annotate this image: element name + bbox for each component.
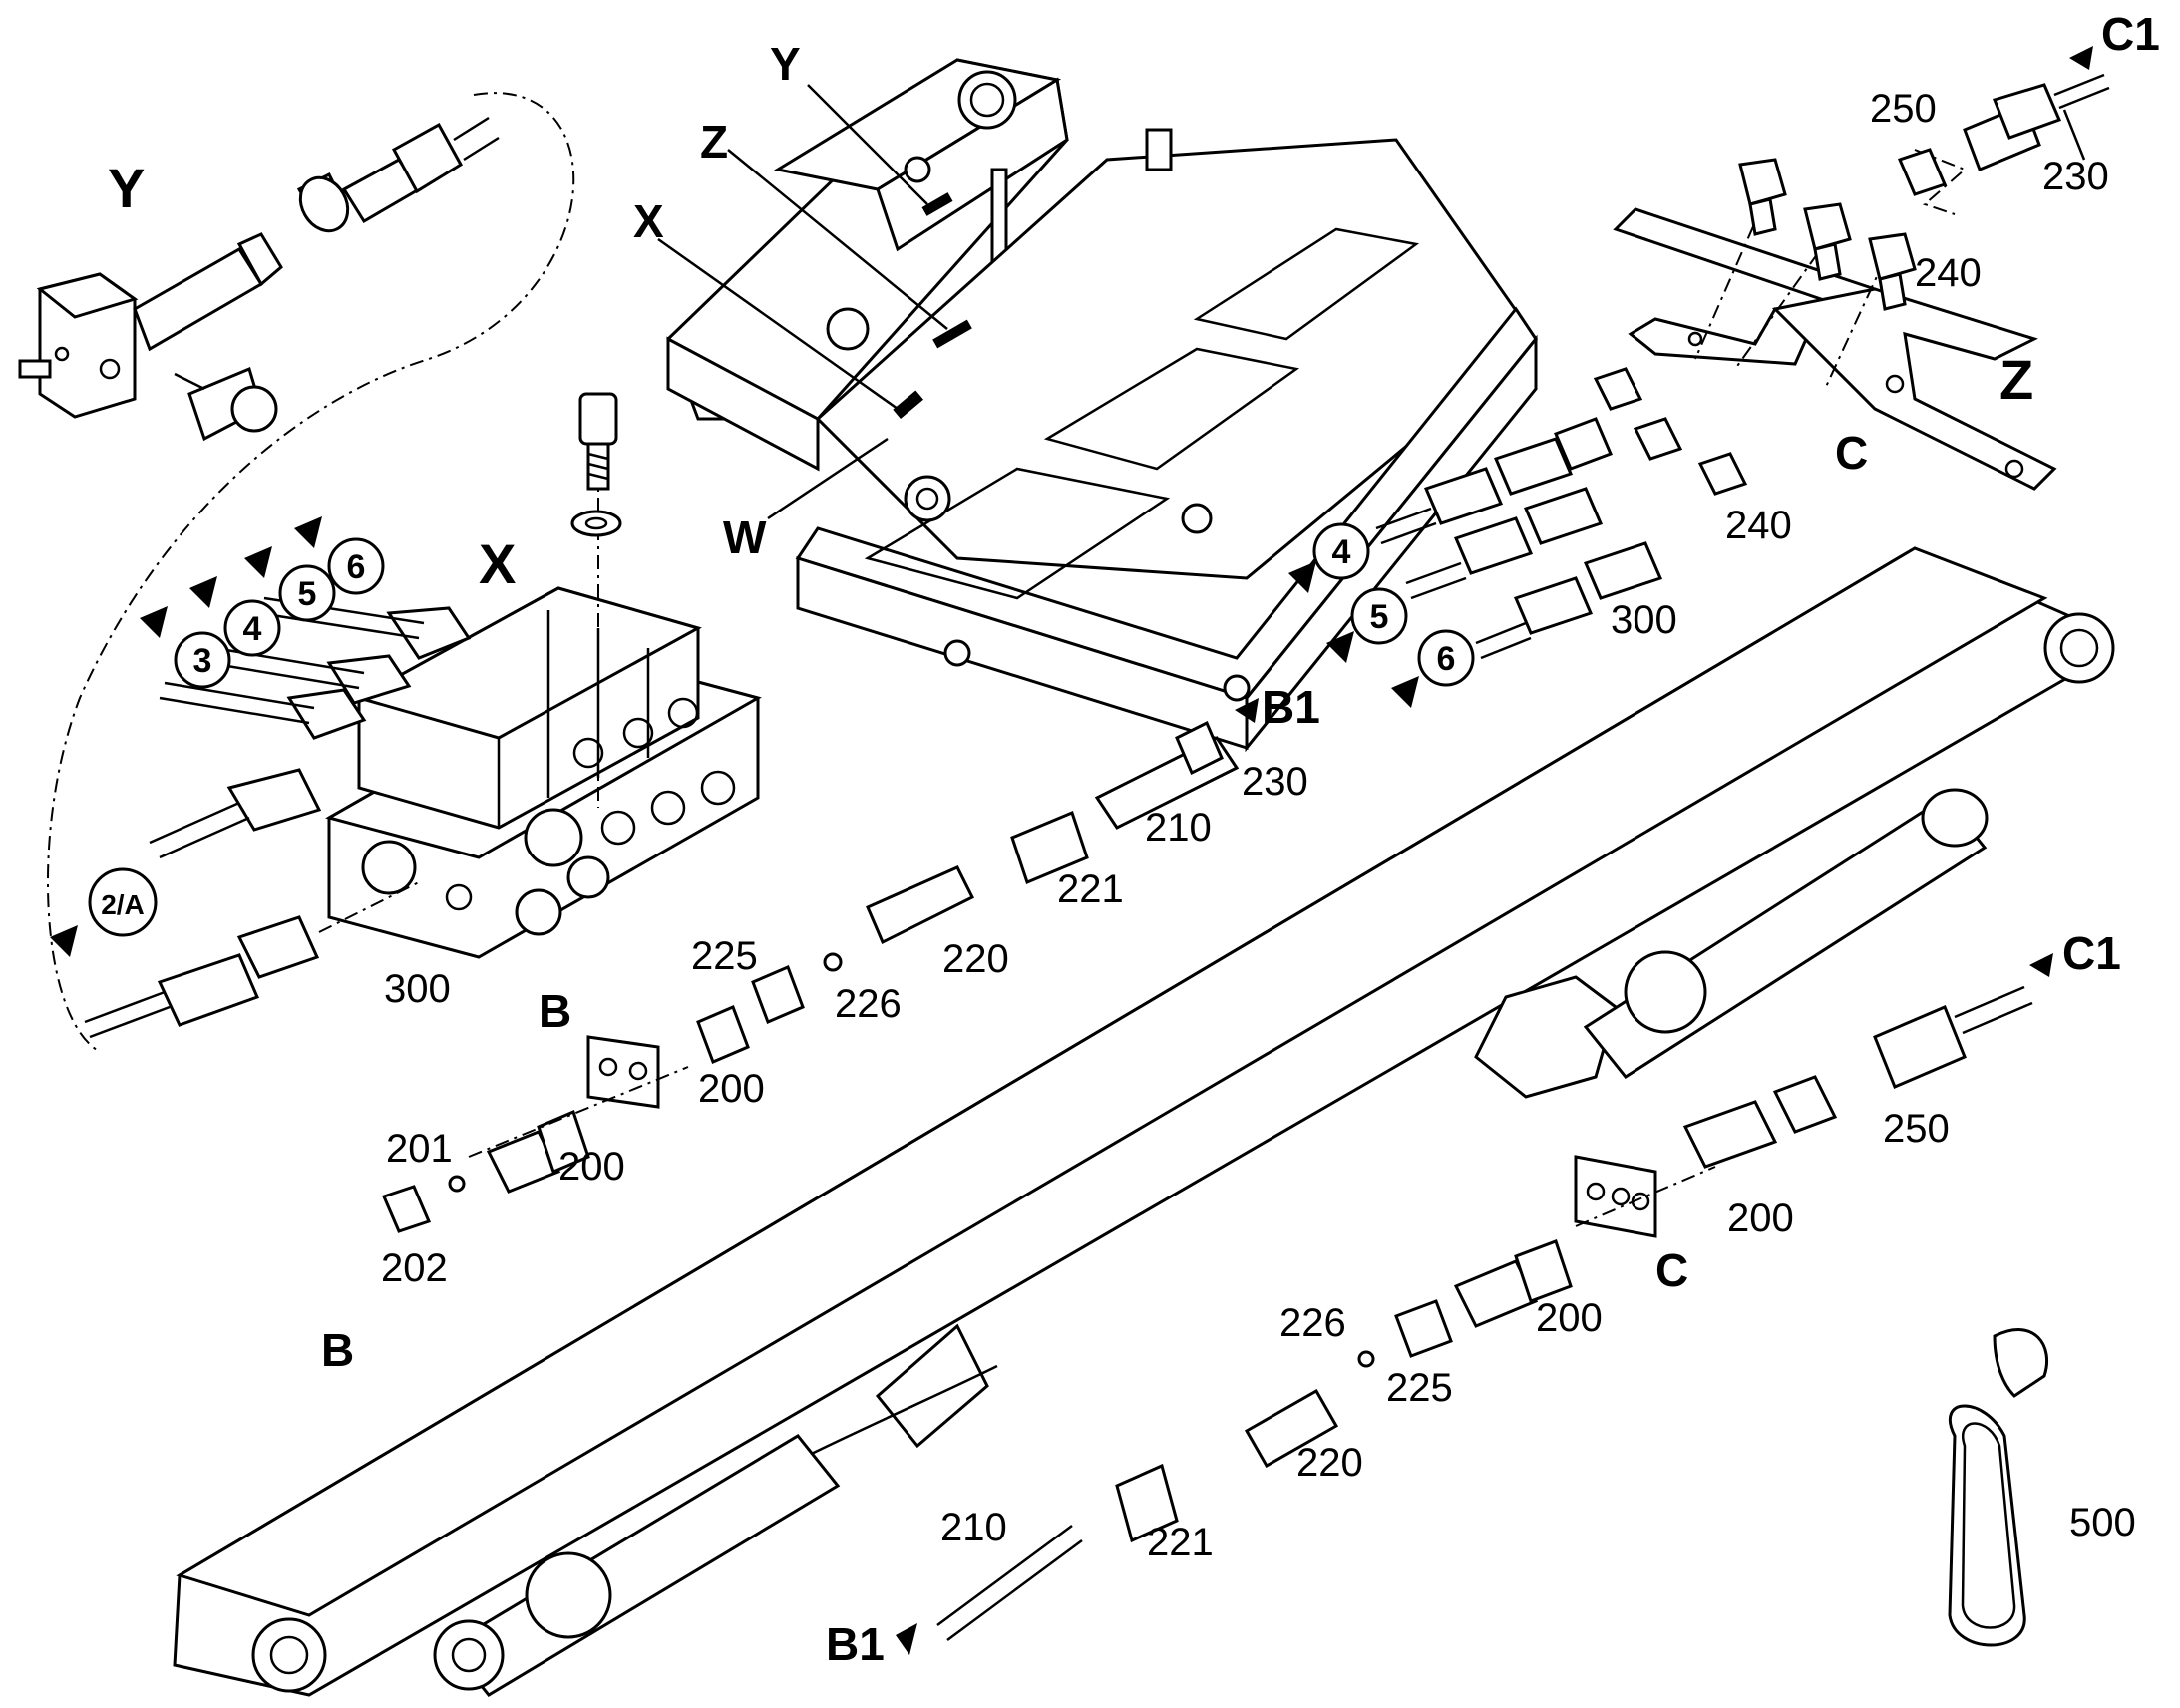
cylinders <box>433 788 1989 1697</box>
arrow-icon <box>50 46 2093 1655</box>
bolt-and-washer <box>570 392 622 537</box>
callout-right-4: 4 <box>1332 533 1351 571</box>
part-500: 500 <box>2069 1501 2136 1544</box>
hoses-right <box>1375 367 1748 660</box>
label-detail-y: Y <box>108 157 145 219</box>
fittings-top-right <box>1897 73 2110 196</box>
part-220-mid: 220 <box>942 937 1009 981</box>
part-210-mid: 210 <box>1145 806 1212 850</box>
part-225-mid: 225 <box>691 934 758 978</box>
boom <box>173 546 2115 1697</box>
fittings-mid <box>381 720 1240 1233</box>
label-c-bottom: C <box>1655 1244 1688 1296</box>
callout-2a: 2/A <box>101 889 145 920</box>
leader-x <box>657 237 899 411</box>
part-240-mid: 240 <box>1725 504 1792 547</box>
label-b1-bottom: B1 <box>826 1618 885 1670</box>
clip-500 <box>1948 1328 2049 1647</box>
part-226-low: 226 <box>1279 1301 1346 1345</box>
valve-hoses <box>84 596 472 1039</box>
callout-5: 5 <box>298 575 317 613</box>
part-200-a: 200 <box>698 1067 765 1111</box>
part-230-top: 230 <box>2042 155 2109 198</box>
part-230-mid: 230 <box>1242 760 1308 804</box>
part-250-right: 250 <box>1883 1107 1950 1151</box>
label-pointer-w: W <box>723 512 767 563</box>
fittings-low <box>936 985 2033 1642</box>
part-200-c: 200 <box>1727 1196 1794 1240</box>
callout-right-6: 6 <box>1437 640 1456 678</box>
label-b-boom: B <box>321 1324 354 1376</box>
part-210-low: 210 <box>940 1506 1007 1549</box>
label-b-plate: B <box>539 985 571 1037</box>
callout-6: 6 <box>347 548 366 586</box>
leader-z <box>727 149 948 330</box>
plate-b <box>586 1035 660 1109</box>
part-221-low: 221 <box>1147 1521 1214 1564</box>
callout-3: 3 <box>193 642 212 680</box>
label-pointer-x: X <box>633 195 664 247</box>
bracket-z <box>1613 149 2057 491</box>
callout-4: 4 <box>243 610 262 648</box>
detail-y-assembly <box>18 116 500 442</box>
part-220-low: 220 <box>1296 1441 1363 1485</box>
label-pointer-z: Z <box>700 116 728 168</box>
part-240-top: 240 <box>1915 251 1982 295</box>
part-300-right: 300 <box>1611 598 1677 642</box>
fittings-240-top <box>1738 158 1917 311</box>
callout-right-5: 5 <box>1370 598 1389 636</box>
part-202: 202 <box>381 1246 448 1290</box>
part-201: 201 <box>386 1127 453 1171</box>
label-pointer-y: Y <box>770 38 801 90</box>
plate-c <box>1574 1155 1657 1238</box>
part-221-mid: 221 <box>1057 867 1124 911</box>
label-detail-x: X <box>479 532 516 595</box>
valve-block-x <box>325 469 762 959</box>
circle-callout-icon <box>88 522 1475 937</box>
part-200-d: 200 <box>1536 1296 1603 1340</box>
part-200-b: 200 <box>558 1145 625 1189</box>
part-226-mid: 226 <box>835 982 902 1026</box>
label-c1-right: C1 <box>2062 927 2121 979</box>
part-250-top: 250 <box>1870 87 1937 131</box>
part-300-left: 300 <box>384 967 451 1011</box>
leader-y <box>807 84 928 205</box>
upper-frame <box>666 58 1539 753</box>
label-b1-mid: B1 <box>1262 681 1320 733</box>
label-detail-z: Z <box>1999 348 2033 411</box>
part-225-low: 225 <box>1386 1366 1453 1410</box>
label-c-top: C <box>1835 427 1868 479</box>
label-c1-top: C1 <box>2101 8 2160 60</box>
leader-w <box>767 437 889 520</box>
detail-y-leader-loop <box>47 92 575 1053</box>
